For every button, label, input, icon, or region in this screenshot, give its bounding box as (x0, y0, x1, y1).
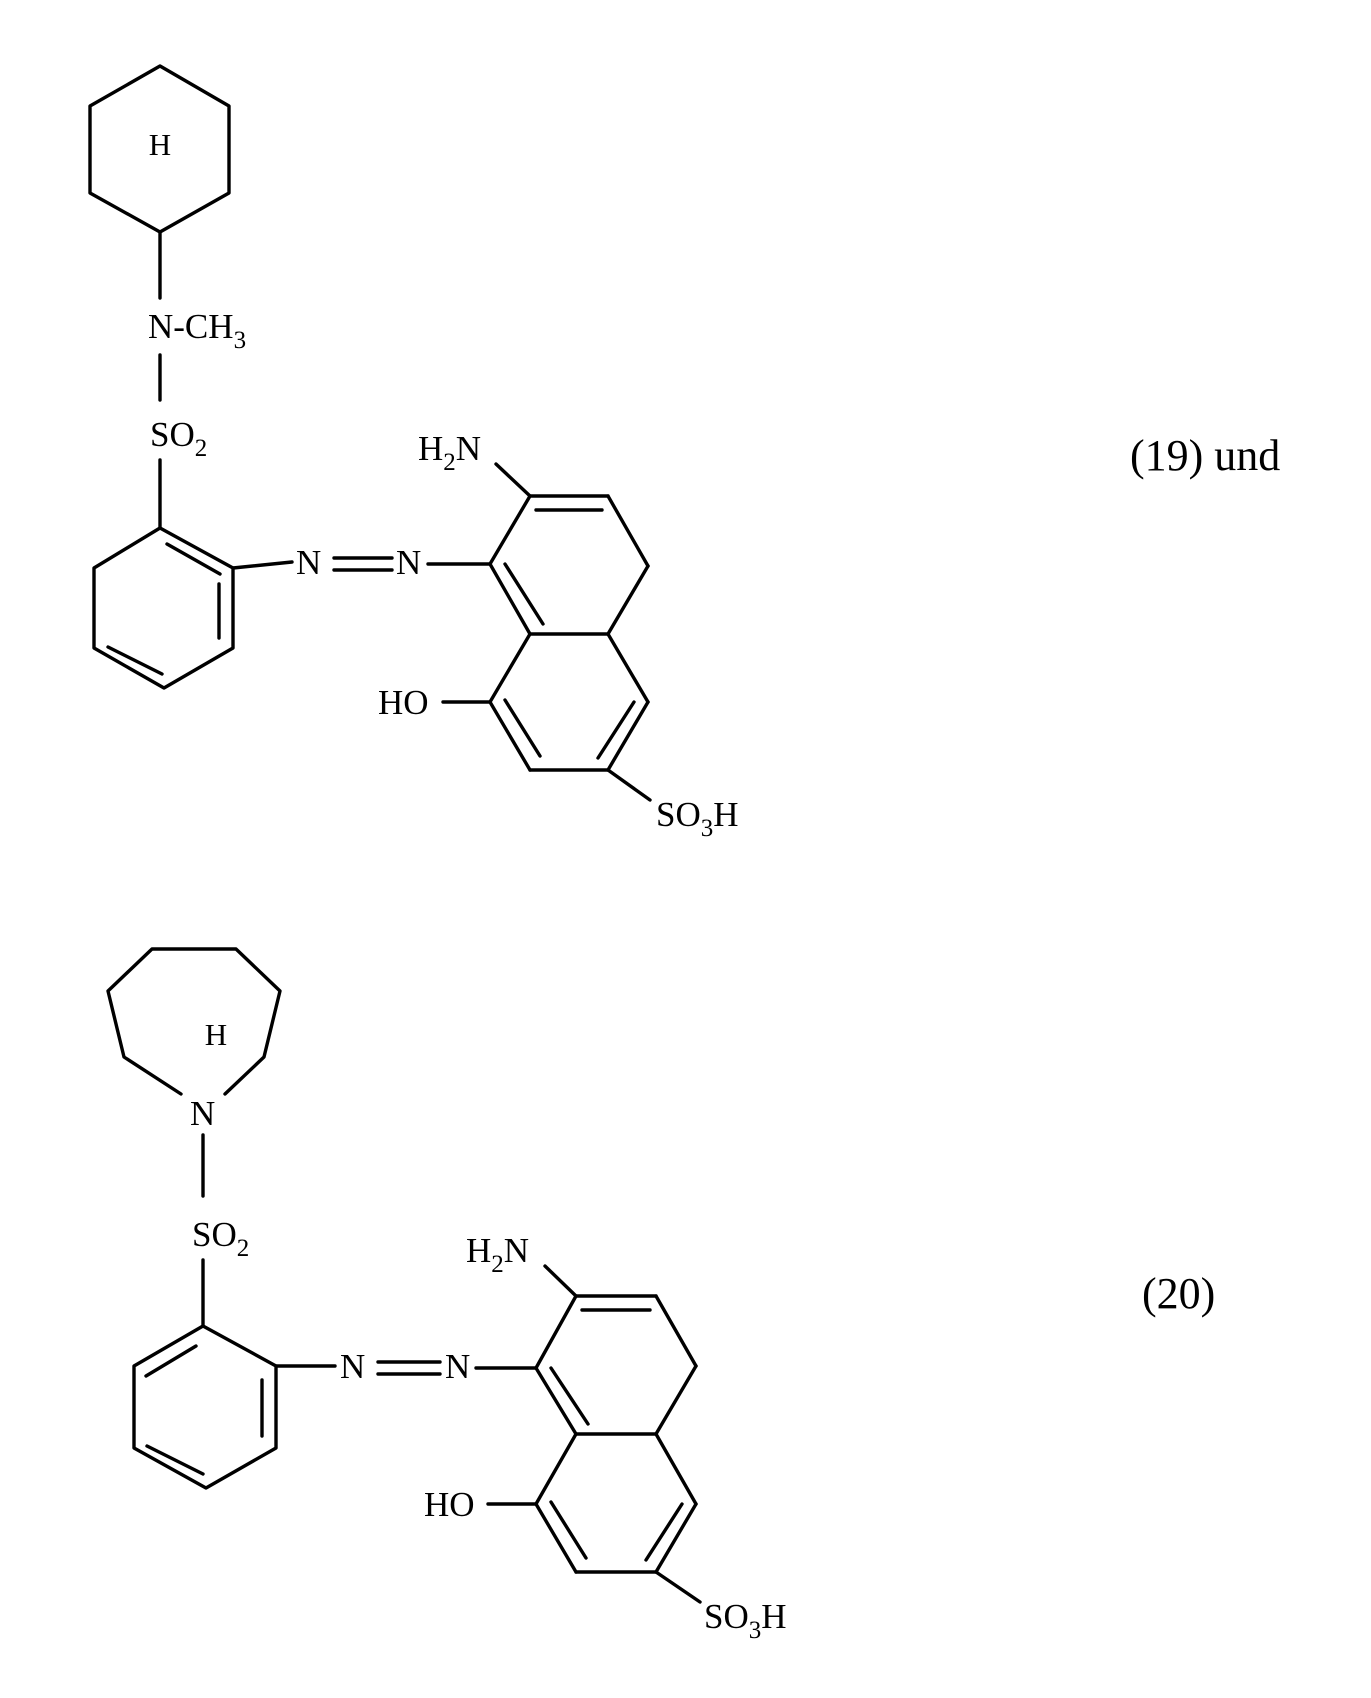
hydroxy-label-19: HO (378, 683, 429, 722)
amino-label-19: H2N (418, 429, 481, 476)
amino-label-20: H2N (466, 1231, 529, 1278)
structure-20: H N SO2 N N (108, 949, 1215, 1644)
benzene-ring-19 (94, 528, 233, 688)
azo-n2-19: N (396, 543, 421, 582)
benzene-ring-20 (134, 1326, 276, 1488)
cyclohexane-ring-label: H (149, 127, 171, 162)
azepane-ring (108, 949, 280, 1094)
sulfonyl-label-19: SO2 (150, 415, 207, 462)
ring-n-label: N (190, 1094, 215, 1133)
compound-number-19: (19) und (1130, 431, 1280, 480)
sulfo-label-19: SO3H (656, 795, 739, 842)
sulfo-label-20: SO3H (704, 1597, 787, 1644)
azepane-ring-label: H (205, 1017, 227, 1052)
azo-n2-20: N (445, 1347, 470, 1386)
azo-n1-19: N (296, 543, 321, 582)
n-methyl-label: N-CH3 (148, 307, 246, 354)
hydroxy-label-20: HO (424, 1485, 475, 1524)
compound-number-20: (20) (1142, 1269, 1215, 1318)
bond-benzene-azo (233, 562, 292, 568)
azo-n1-20: N (340, 1347, 365, 1386)
structure-19: H N-CH3 SO2 N N (90, 66, 1280, 842)
sulfonyl-label-20: SO2 (192, 1215, 249, 1262)
naphthalene-20 (536, 1296, 696, 1572)
naphthalene-19 (490, 496, 648, 770)
